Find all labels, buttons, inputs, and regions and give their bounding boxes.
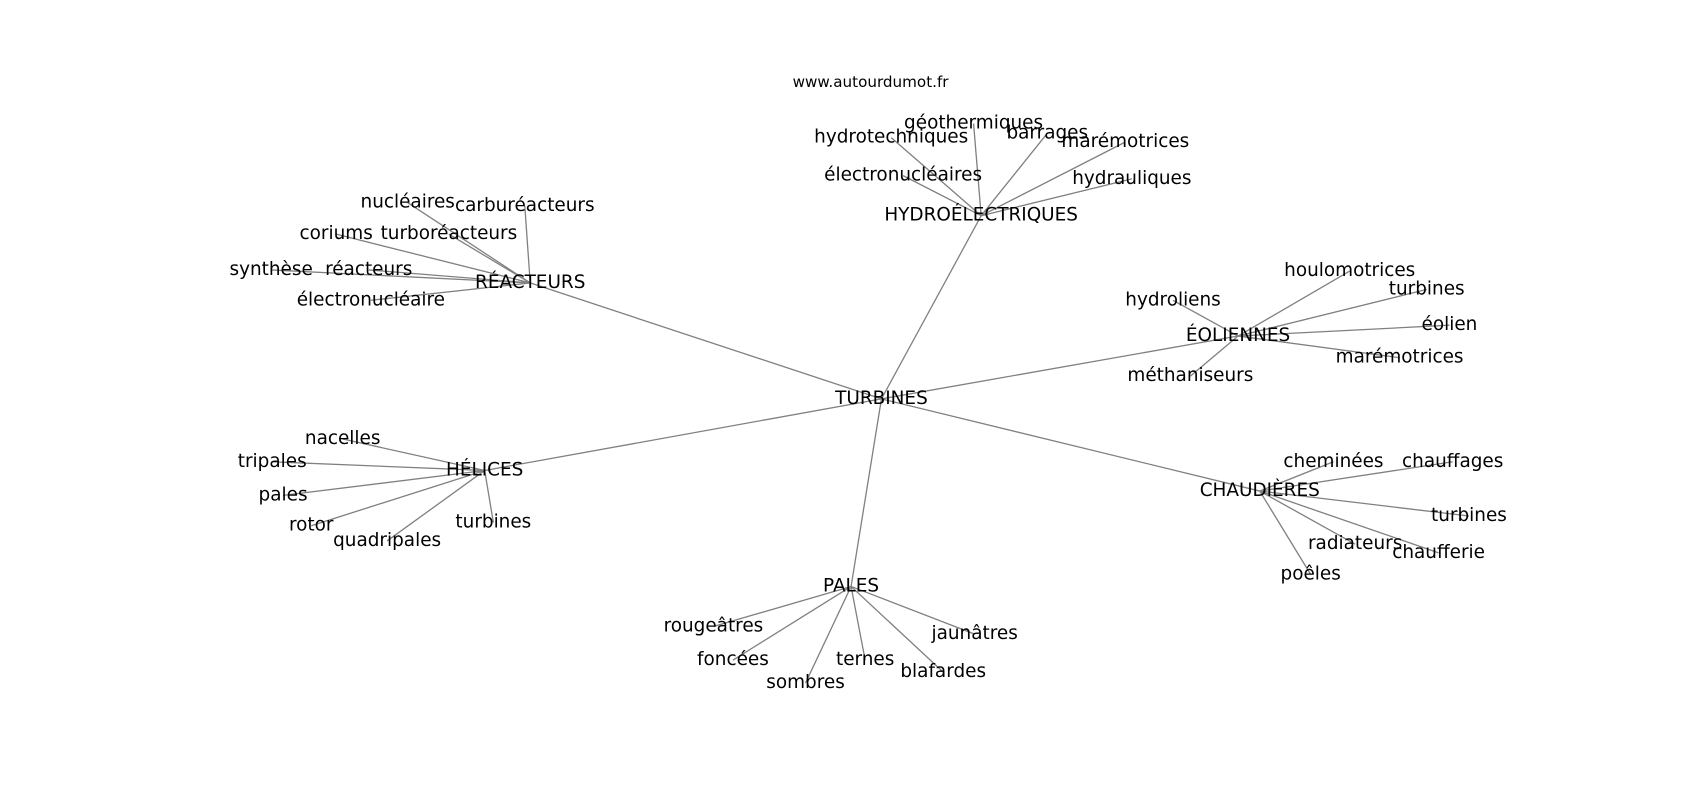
edge-center-to-cluster bbox=[881, 398, 1260, 492]
edge-cluster-to-leaf bbox=[1259, 461, 1453, 492]
edge-cluster-to-leaf bbox=[368, 269, 531, 284]
edge-cluster-to-leaf bbox=[980, 141, 1126, 217]
leaf-node-label: rougeâtres bbox=[664, 616, 764, 637]
leaf-node-label: chauffages bbox=[1402, 451, 1503, 472]
edge-center-to-cluster bbox=[530, 282, 882, 400]
edge-cluster-to-leaf bbox=[1237, 270, 1351, 337]
edge-center-to-cluster bbox=[880, 215, 982, 400]
leaf-node-label: quadripales bbox=[333, 530, 441, 551]
edge-cluster-to-leaf bbox=[804, 586, 852, 684]
edge-cluster-to-leaf bbox=[386, 469, 486, 542]
edge-center-to-cluster bbox=[484, 398, 882, 472]
edge-cluster-to-leaf bbox=[484, 470, 495, 523]
edge-cluster-to-leaf bbox=[407, 202, 531, 284]
leaf-node-label: carburéacteurs bbox=[455, 195, 595, 216]
edge-cluster-to-leaf bbox=[282, 469, 485, 497]
edge-cluster-to-leaf bbox=[1259, 490, 1439, 554]
edge-cluster-to-leaf bbox=[370, 282, 531, 301]
cluster-node-label: PALES bbox=[823, 575, 879, 596]
cluster-node-label: HYDROÉLECTRIQUES bbox=[884, 204, 1078, 226]
leaf-node-label: rotor bbox=[289, 515, 334, 536]
edge-cluster-to-leaf bbox=[850, 585, 975, 635]
leaf-node-label: réacteurs bbox=[325, 259, 412, 280]
edge-cluster-to-leaf bbox=[850, 586, 866, 661]
edge-cluster-to-leaf bbox=[890, 137, 982, 217]
cluster-node-label: RÉACTEURS bbox=[475, 271, 585, 293]
leaf-node-label: radiateurs bbox=[1308, 533, 1402, 554]
edge-cluster-to-leaf bbox=[732, 585, 852, 661]
leaf-node-label: hydrauliques bbox=[1072, 168, 1191, 189]
edge-center-to-cluster bbox=[850, 398, 883, 587]
leaf-node-label: électronucléaire bbox=[297, 289, 445, 310]
leaf-node-label: tripales bbox=[238, 451, 307, 472]
leaf-node-label: marémotrices bbox=[1336, 347, 1464, 368]
leaf-node-label: marémotrices bbox=[1061, 131, 1189, 152]
leaf-node-label: blafardes bbox=[900, 661, 986, 682]
leaf-node-label: pales bbox=[259, 484, 308, 505]
edge-cluster-to-leaf bbox=[850, 585, 944, 673]
edge-cluster-to-leaf bbox=[1259, 461, 1334, 492]
leaf-node-label: barrages bbox=[1006, 122, 1088, 143]
edge-center-to-cluster bbox=[881, 335, 1239, 400]
edge-cluster-to-leaf bbox=[902, 175, 982, 217]
edge-cluster-to-leaf bbox=[1237, 335, 1400, 359]
edges bbox=[271, 123, 1470, 684]
leaf-node-label: cheminées bbox=[1283, 451, 1383, 472]
leaf-node-label: sombres bbox=[766, 672, 845, 693]
edge-cluster-to-leaf bbox=[1237, 288, 1427, 337]
edge-cluster-to-leaf bbox=[342, 438, 485, 472]
edge-cluster-to-leaf bbox=[1259, 490, 1470, 517]
cluster-node-label: CHAUDIÈRES bbox=[1200, 479, 1320, 501]
edge-cluster-to-leaf bbox=[1172, 299, 1239, 337]
edge-cluster-to-leaf bbox=[1189, 335, 1239, 377]
edge-cluster-to-leaf bbox=[981, 178, 1132, 217]
leaf-node-label: turbines bbox=[455, 511, 531, 532]
edge-cluster-to-leaf bbox=[272, 461, 485, 472]
edge-cluster-to-leaf bbox=[713, 585, 852, 628]
leaf-node-label: nucléaires bbox=[361, 192, 455, 213]
leaf-node-label: méthaniseurs bbox=[1127, 365, 1253, 386]
edge-cluster-to-leaf bbox=[1259, 490, 1312, 575]
leaf-node-label: coriums bbox=[300, 223, 373, 244]
leaf-node-label: jaunâtres bbox=[931, 623, 1018, 644]
edge-cluster-to-leaf bbox=[972, 123, 982, 216]
leaf-node-label: houlomotrices bbox=[1284, 260, 1415, 281]
leaf-node-label: chaufferie bbox=[1392, 542, 1485, 563]
leaf-node-label: éolien bbox=[1422, 314, 1478, 335]
edge-cluster-to-leaf bbox=[448, 233, 531, 284]
edge-cluster-to-leaf bbox=[1238, 324, 1450, 337]
cluster-node-label: HÉLICES bbox=[446, 458, 523, 480]
edge-cluster-to-leaf bbox=[271, 269, 531, 284]
leaf-node-label: turbines bbox=[1389, 278, 1465, 299]
cluster-node-label: ÉOLIENNES bbox=[1186, 324, 1290, 346]
center-node-label: TURBINES bbox=[834, 388, 928, 409]
leaf-node-label: poêles bbox=[1281, 564, 1341, 585]
leaf-node-label: hydroliens bbox=[1125, 289, 1220, 310]
leaf-node-label: électronucléaires bbox=[824, 165, 982, 186]
edge-cluster-to-leaf bbox=[336, 233, 531, 284]
edge-cluster-to-leaf bbox=[1259, 490, 1356, 545]
edge-cluster-to-leaf bbox=[524, 205, 531, 283]
edge-cluster-to-leaf bbox=[311, 469, 485, 527]
leaf-node-label: ternes bbox=[836, 649, 894, 670]
leaf-node-label: nacelles bbox=[305, 428, 381, 449]
edge-cluster-to-leaf bbox=[980, 132, 1048, 217]
leaf-node-label: foncées bbox=[697, 649, 769, 670]
leaf-node-label: synthèse bbox=[229, 259, 312, 280]
leaf-node-label: hydrotechniques bbox=[814, 127, 968, 148]
leaf-node-label: turboréacteurs bbox=[381, 223, 518, 244]
leaf-node-label: géothermiques bbox=[904, 113, 1043, 134]
leaf-node-label: turbines bbox=[1431, 505, 1507, 526]
site-title: www.autourdumot.fr bbox=[793, 73, 950, 91]
